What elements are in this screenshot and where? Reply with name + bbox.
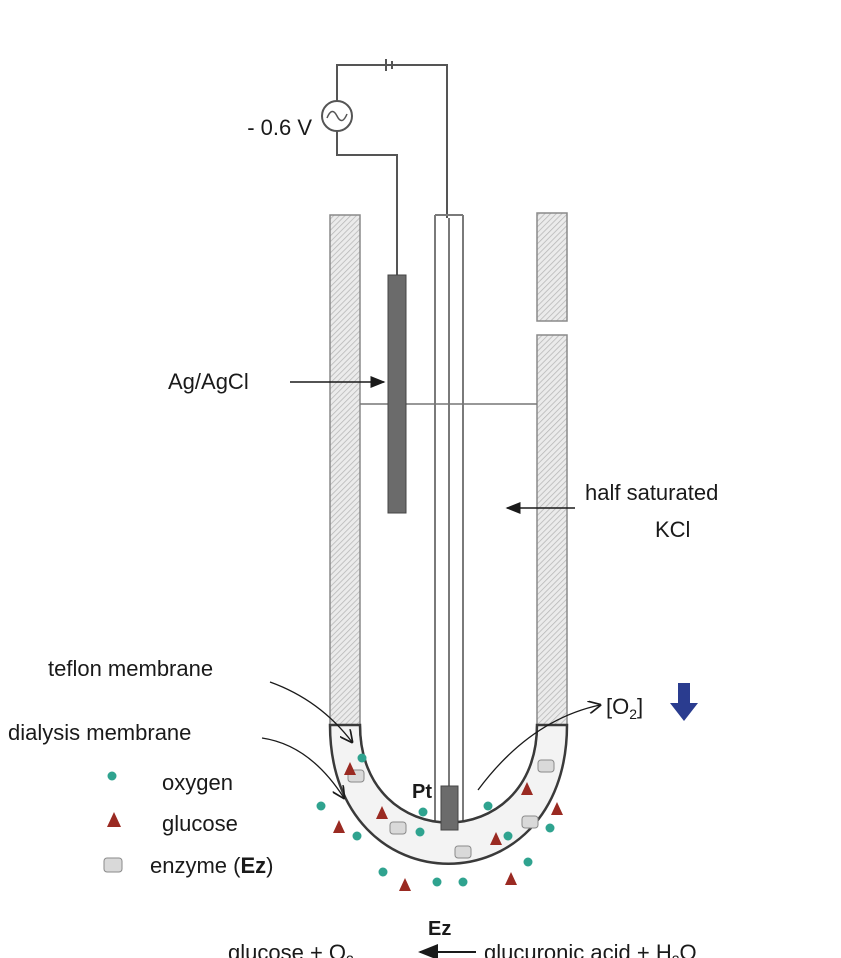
legend-enzyme-label: enzyme (Ez): [150, 853, 274, 878]
legend: oxygen glucose enzyme (Ez): [103, 770, 274, 878]
reaction-right: glucuronic acid + H2O: [484, 940, 697, 958]
pt-label: Pt: [412, 781, 432, 803]
legend-enzyme-end: ): [266, 853, 273, 878]
legend-enzyme-bold: Ez: [240, 853, 266, 878]
reaction-left-sub: 2: [346, 952, 354, 958]
battery-symbol: [385, 59, 393, 71]
o2-suffix: ]: [637, 694, 643, 719]
inner-tube: [434, 214, 464, 828]
voltage-label: - 0.6 V: [247, 115, 312, 140]
reaction-left: glucose + O2: [228, 940, 354, 958]
glucose-particles: [333, 762, 563, 891]
kcl-label-line2: KCl: [655, 517, 690, 542]
oxygen-legend-icon: [107, 771, 117, 781]
glucose-legend-icon: [107, 812, 121, 827]
dialysis-membrane-label: dialysis membrane: [8, 720, 191, 745]
reaction-right-end: O: [680, 940, 697, 958]
reaction-left-text: glucose + O: [228, 940, 346, 958]
teflon-membrane-label: teflon membrane: [48, 656, 213, 681]
ag-agcl-label: Ag/AgCl: [168, 369, 249, 394]
o2-prefix: [O: [606, 694, 629, 719]
kcl-label-line1: half saturated: [585, 480, 718, 505]
legend-oxygen-label: oxygen: [162, 770, 233, 795]
dialysis-membrane-pointer: [261, 737, 344, 798]
enzyme-particles: [347, 759, 555, 859]
oxygen-concentration-label: [O2]: [606, 694, 643, 722]
teflon-membrane-pointer: [269, 681, 352, 742]
reaction-enzyme-label: Ez: [428, 918, 451, 940]
legend-enzyme-text: enzyme (: [150, 853, 241, 878]
oxygen-particles: [316, 753, 555, 887]
pt-electrode: [440, 785, 459, 831]
ag-agcl-electrode: [387, 274, 407, 514]
outer-wall-right-upper: [536, 212, 568, 322]
enzyme-legend-icon: [103, 857, 123, 873]
down-arrow-icon: [670, 683, 698, 721]
oxygen-pointer: [477, 705, 600, 791]
voltage-source-icon: [321, 100, 353, 132]
o2-subscript: 2: [629, 706, 637, 722]
reaction-right-sub: 2: [672, 952, 680, 958]
outer-wall-left: [329, 214, 361, 726]
reaction-right-text: glucuronic acid + H: [484, 940, 672, 958]
outer-wall-right-lower: [536, 334, 568, 726]
legend-glucose-label: glucose: [162, 811, 238, 836]
